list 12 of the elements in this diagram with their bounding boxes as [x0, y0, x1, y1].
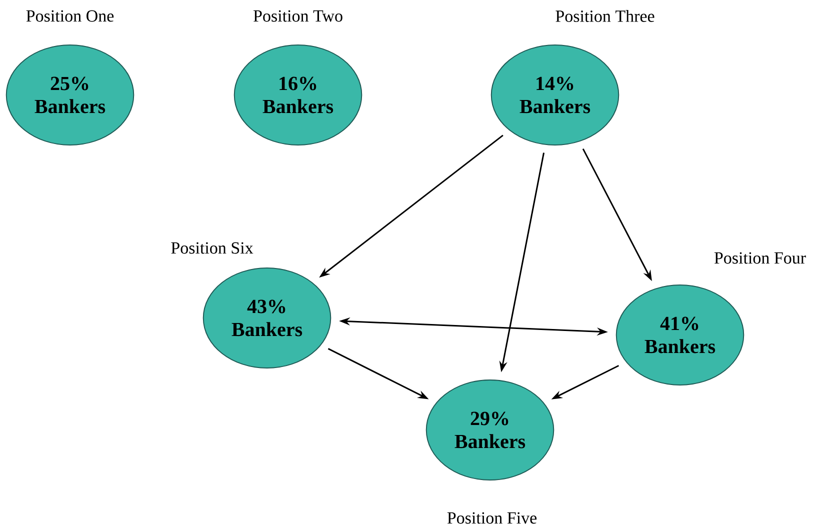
circle-node: 41% Bankers — [616, 284, 744, 386]
circle-node: 16% Bankers — [234, 44, 362, 146]
circle-node: 43% Bankers — [202, 267, 332, 368]
circle-node: 29% Bankers — [426, 379, 554, 480]
position-label: Position Two — [254, 10, 342, 22]
position-label: Position Three — [556, 10, 654, 22]
position-label: Position Six — [171, 242, 254, 254]
position-label: Position One — [26, 10, 114, 22]
circle-node: 14% Bankers — [490, 44, 620, 146]
position-label: Position Five — [447, 512, 537, 524]
position-label: Position Four — [714, 252, 806, 264]
circle-node: 25% Bankers — [6, 44, 134, 146]
